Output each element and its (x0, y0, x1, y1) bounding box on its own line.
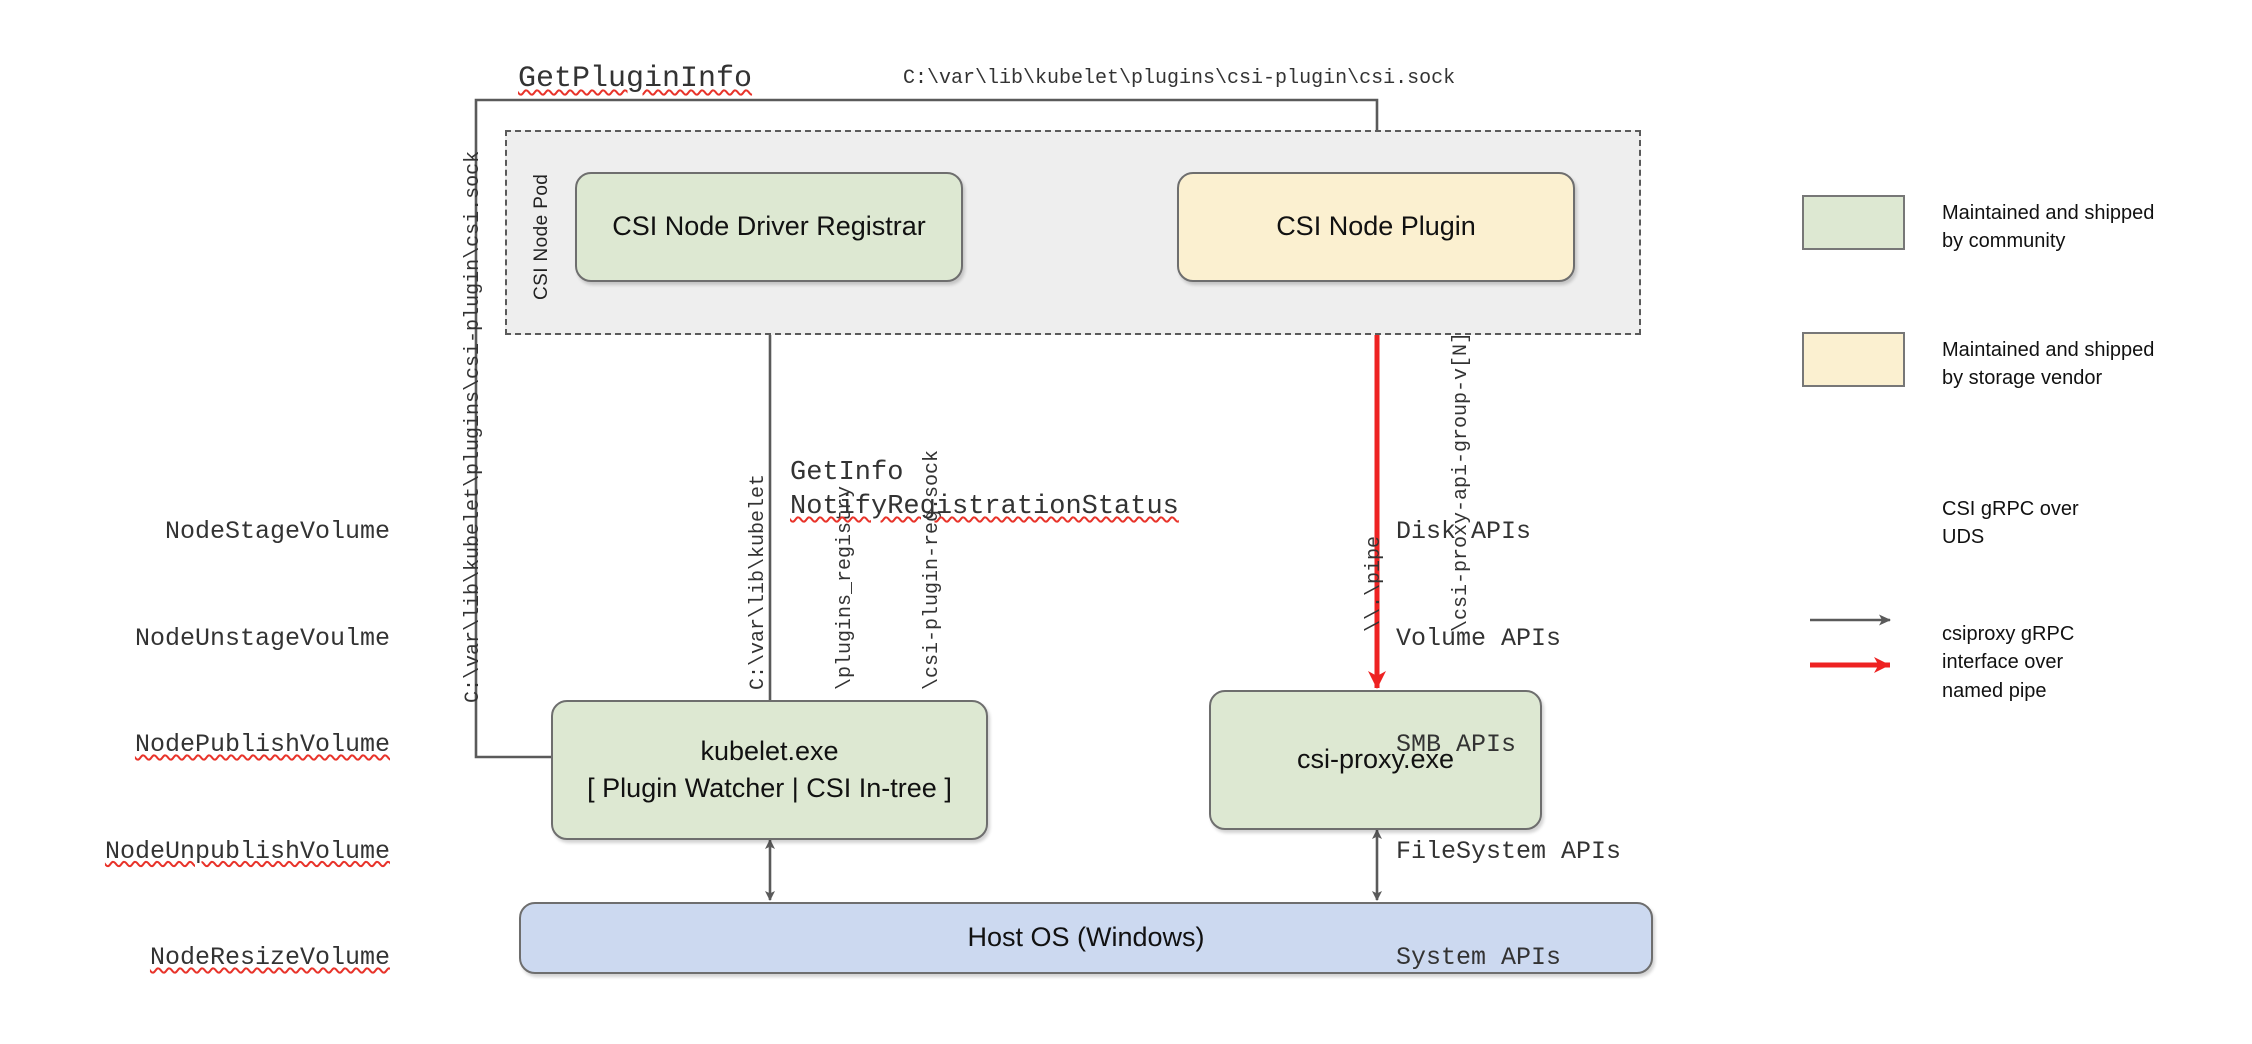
api-item: NodeResizeVolume (149, 943, 390, 972)
node-csi-node-plugin[interactable]: CSI Node Plugin (1177, 172, 1575, 282)
label-getinfo: GetInfo (790, 458, 904, 488)
api-item: NodeUnstageVoulme (134, 623, 390, 653)
api-item: Disk APIs (1396, 517, 1532, 546)
node-label: Host OS (Windows) (967, 922, 1205, 953)
legend-text-csiproxy-named-pipe: csiproxy gRPC interface over named pipe (1942, 623, 2075, 702)
api-item: SMB APIs (1396, 730, 1517, 759)
node-csi-node-driver-registrar[interactable]: CSI Node Driver Registrar (575, 172, 963, 282)
api-item: NodeUnpublishVolume (104, 836, 390, 866)
api-item: FileSystem APIs (1396, 836, 1622, 866)
label-csi-sock-path-left: C:\var\lib\kubelet\plugins\csi-plugin\cs… (462, 150, 485, 703)
node-label: CSI Node Plugin (1276, 211, 1476, 242)
legend-text-community: Maintained and shipped by community (1942, 202, 2155, 253)
api-item: System APIs (1396, 943, 1562, 972)
node-host-os[interactable]: Host OS (Windows) (519, 902, 1653, 974)
label-notifyregistrationstatus: NotifyRegistrationStatus (790, 492, 1179, 522)
registry-sock-line-3: \csi-plugin-reg.sock (921, 449, 944, 690)
named-pipe-line-1: \\.\pipe (1363, 535, 1386, 632)
csi-proxy-api-list: Disk APIs Volume APIs SMB APIs FileSyste… (1396, 443, 1621, 1044)
node-label: CSI Node Driver Registrar (612, 211, 926, 242)
csi-node-api-list: NodeStageVolume NodeUnstageVoulme NodePu… (100, 443, 390, 1044)
kubelet-subtitle: [ Plugin Watcher | CSI In-tree ] (587, 773, 952, 803)
label-getplugininfo: GetPluginInfo (518, 62, 753, 96)
api-item: NodePublishVolume (134, 730, 390, 759)
registry-sock-line-1: C:\var\lib\kubelet (747, 473, 770, 690)
kubelet-title: kubelet.exe (700, 735, 839, 766)
legend-text-csi-grpc-uds: CSI gRPC over UDS (1942, 498, 2079, 549)
node-kubelet-exe[interactable]: kubelet.exe [ Plugin Watcher | CSI In-tr… (551, 700, 988, 840)
legend-swatch-community (1802, 195, 1905, 250)
label-csi-sock-path-top: C:\var\lib\kubelet\plugins\csi-plugin\cs… (903, 67, 1456, 90)
node-csi-proxy-exe[interactable]: csi-proxy.exe (1209, 690, 1542, 830)
legend-swatch-storage-vendor (1802, 332, 1905, 387)
csi-node-pod-label: CSI Node Pod (531, 173, 552, 300)
api-item: NodeStageVolume (164, 517, 390, 546)
node-label: csi-proxy.exe (1296, 744, 1455, 775)
api-item: Volume APIs (1396, 623, 1562, 653)
legend-text-storage-vendor: Maintained and shipped by storage vendor (1942, 339, 2155, 390)
